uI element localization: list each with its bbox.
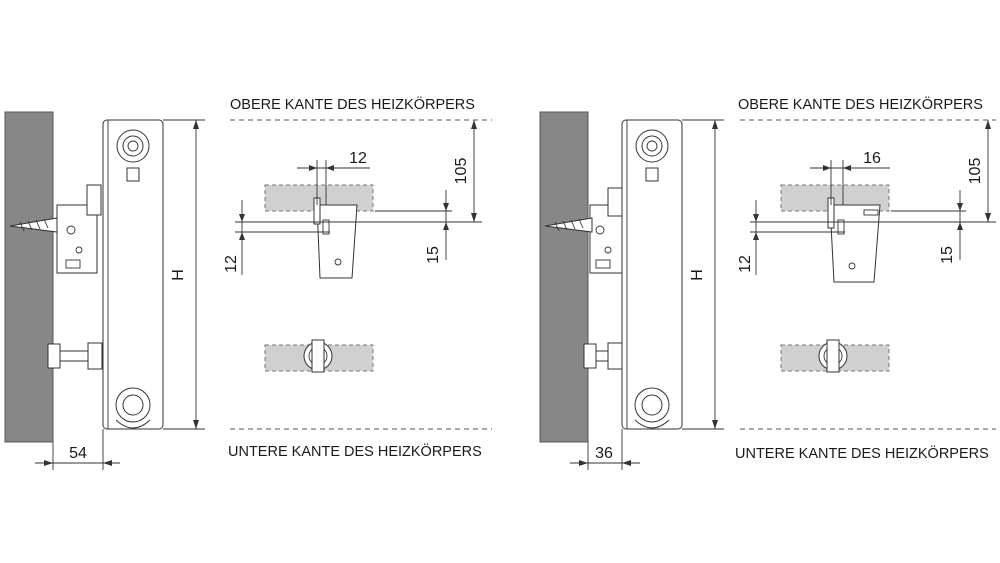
bottom-edge-label: UNTERE KANTE DES HEIZKÖRPERS (228, 442, 482, 460)
wall-bracket (589, 187, 623, 274)
anchor-screw (544, 217, 593, 233)
top-clearance-label: 105 (453, 158, 470, 185)
upper-hook-bracket (313, 197, 358, 279)
lower-support (583, 342, 623, 370)
bracket-offset-label: 16 (863, 150, 881, 167)
bottom-edge-label: UNTERE KANTE DES HEIZKÖRPERS (735, 444, 989, 462)
bracket-offset-label: 12 (349, 150, 367, 167)
wall (4, 111, 54, 443)
lower-support-clip (303, 339, 333, 373)
wall-bracket (56, 184, 102, 274)
side-offset-label: 12 (223, 255, 240, 273)
height-label: H (689, 269, 706, 281)
side-offset-label: 12 (737, 255, 754, 273)
right-diagram: H 36 OBERE KANTE DES HEIZKÖRPERS UNTERE … (539, 95, 996, 470)
hook-gap-label: 15 (425, 246, 442, 264)
top-edge-label: OBERE KANTE DES HEIZKÖRPERS (738, 95, 983, 113)
wall (539, 111, 589, 443)
radiator-side-view (621, 119, 683, 430)
top-clearance-label: 105 (967, 158, 984, 185)
wall-distance-label: 36 (595, 445, 613, 462)
wall-distance-label: 54 (69, 445, 87, 462)
anchor-screw (9, 217, 58, 233)
left-diagram: H 54 OBERE KANTE DES HEIZKÖRPERS UNTERE … (4, 95, 492, 470)
hook-gap-label: 15 (939, 246, 956, 264)
radiator-side-view (102, 119, 164, 430)
lower-support-clip (818, 339, 848, 373)
upper-hook-bracket (827, 197, 881, 283)
top-edge-label: OBERE KANTE DES HEIZKÖRPERS (230, 95, 475, 113)
height-label: H (170, 269, 187, 281)
lower-support (47, 342, 103, 370)
